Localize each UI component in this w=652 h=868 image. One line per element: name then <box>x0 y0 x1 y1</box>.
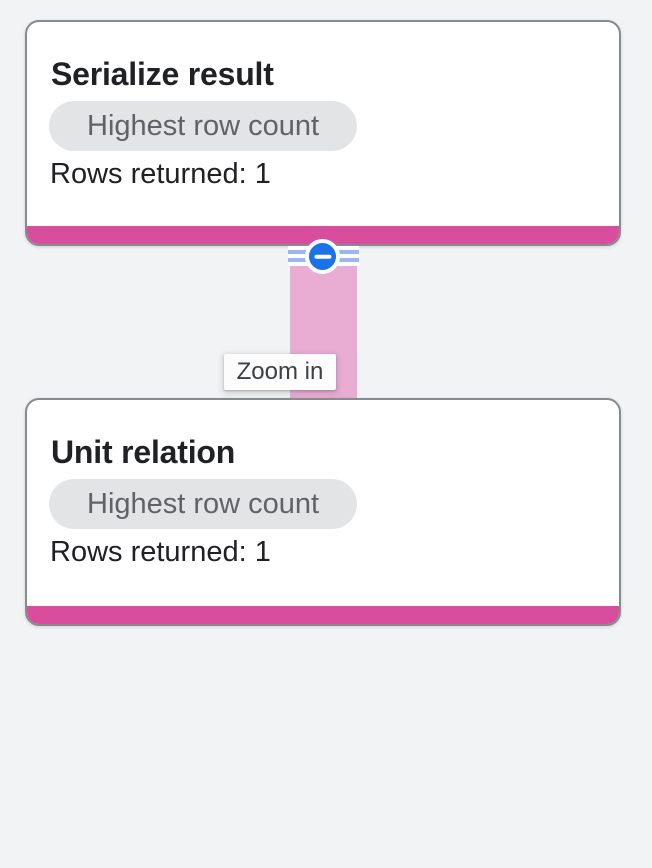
rows-returned-label: Rows returned: 1 <box>50 536 271 568</box>
node-accent-bar <box>27 606 619 624</box>
minus-circle-icon <box>314 254 331 259</box>
node-accent-bar <box>27 226 619 244</box>
stage-node-unit-relation[interactable]: Unit relation Highest row count Rows ret… <box>25 398 621 626</box>
highest-row-count-badge: Highest row count <box>49 479 358 529</box>
node-title: Unit relation <box>51 434 236 470</box>
highest-row-count-badge: Highest row count <box>49 101 358 151</box>
stage-node-serialize-result[interactable]: Serialize result Highest row count Rows … <box>25 20 621 246</box>
node-title: Serialize result <box>51 56 274 92</box>
zoom-in-tooltip: Zoom in <box>224 354 336 390</box>
collapse-edge-button[interactable] <box>305 239 340 274</box>
rows-returned-label: Rows returned: 1 <box>50 158 271 190</box>
